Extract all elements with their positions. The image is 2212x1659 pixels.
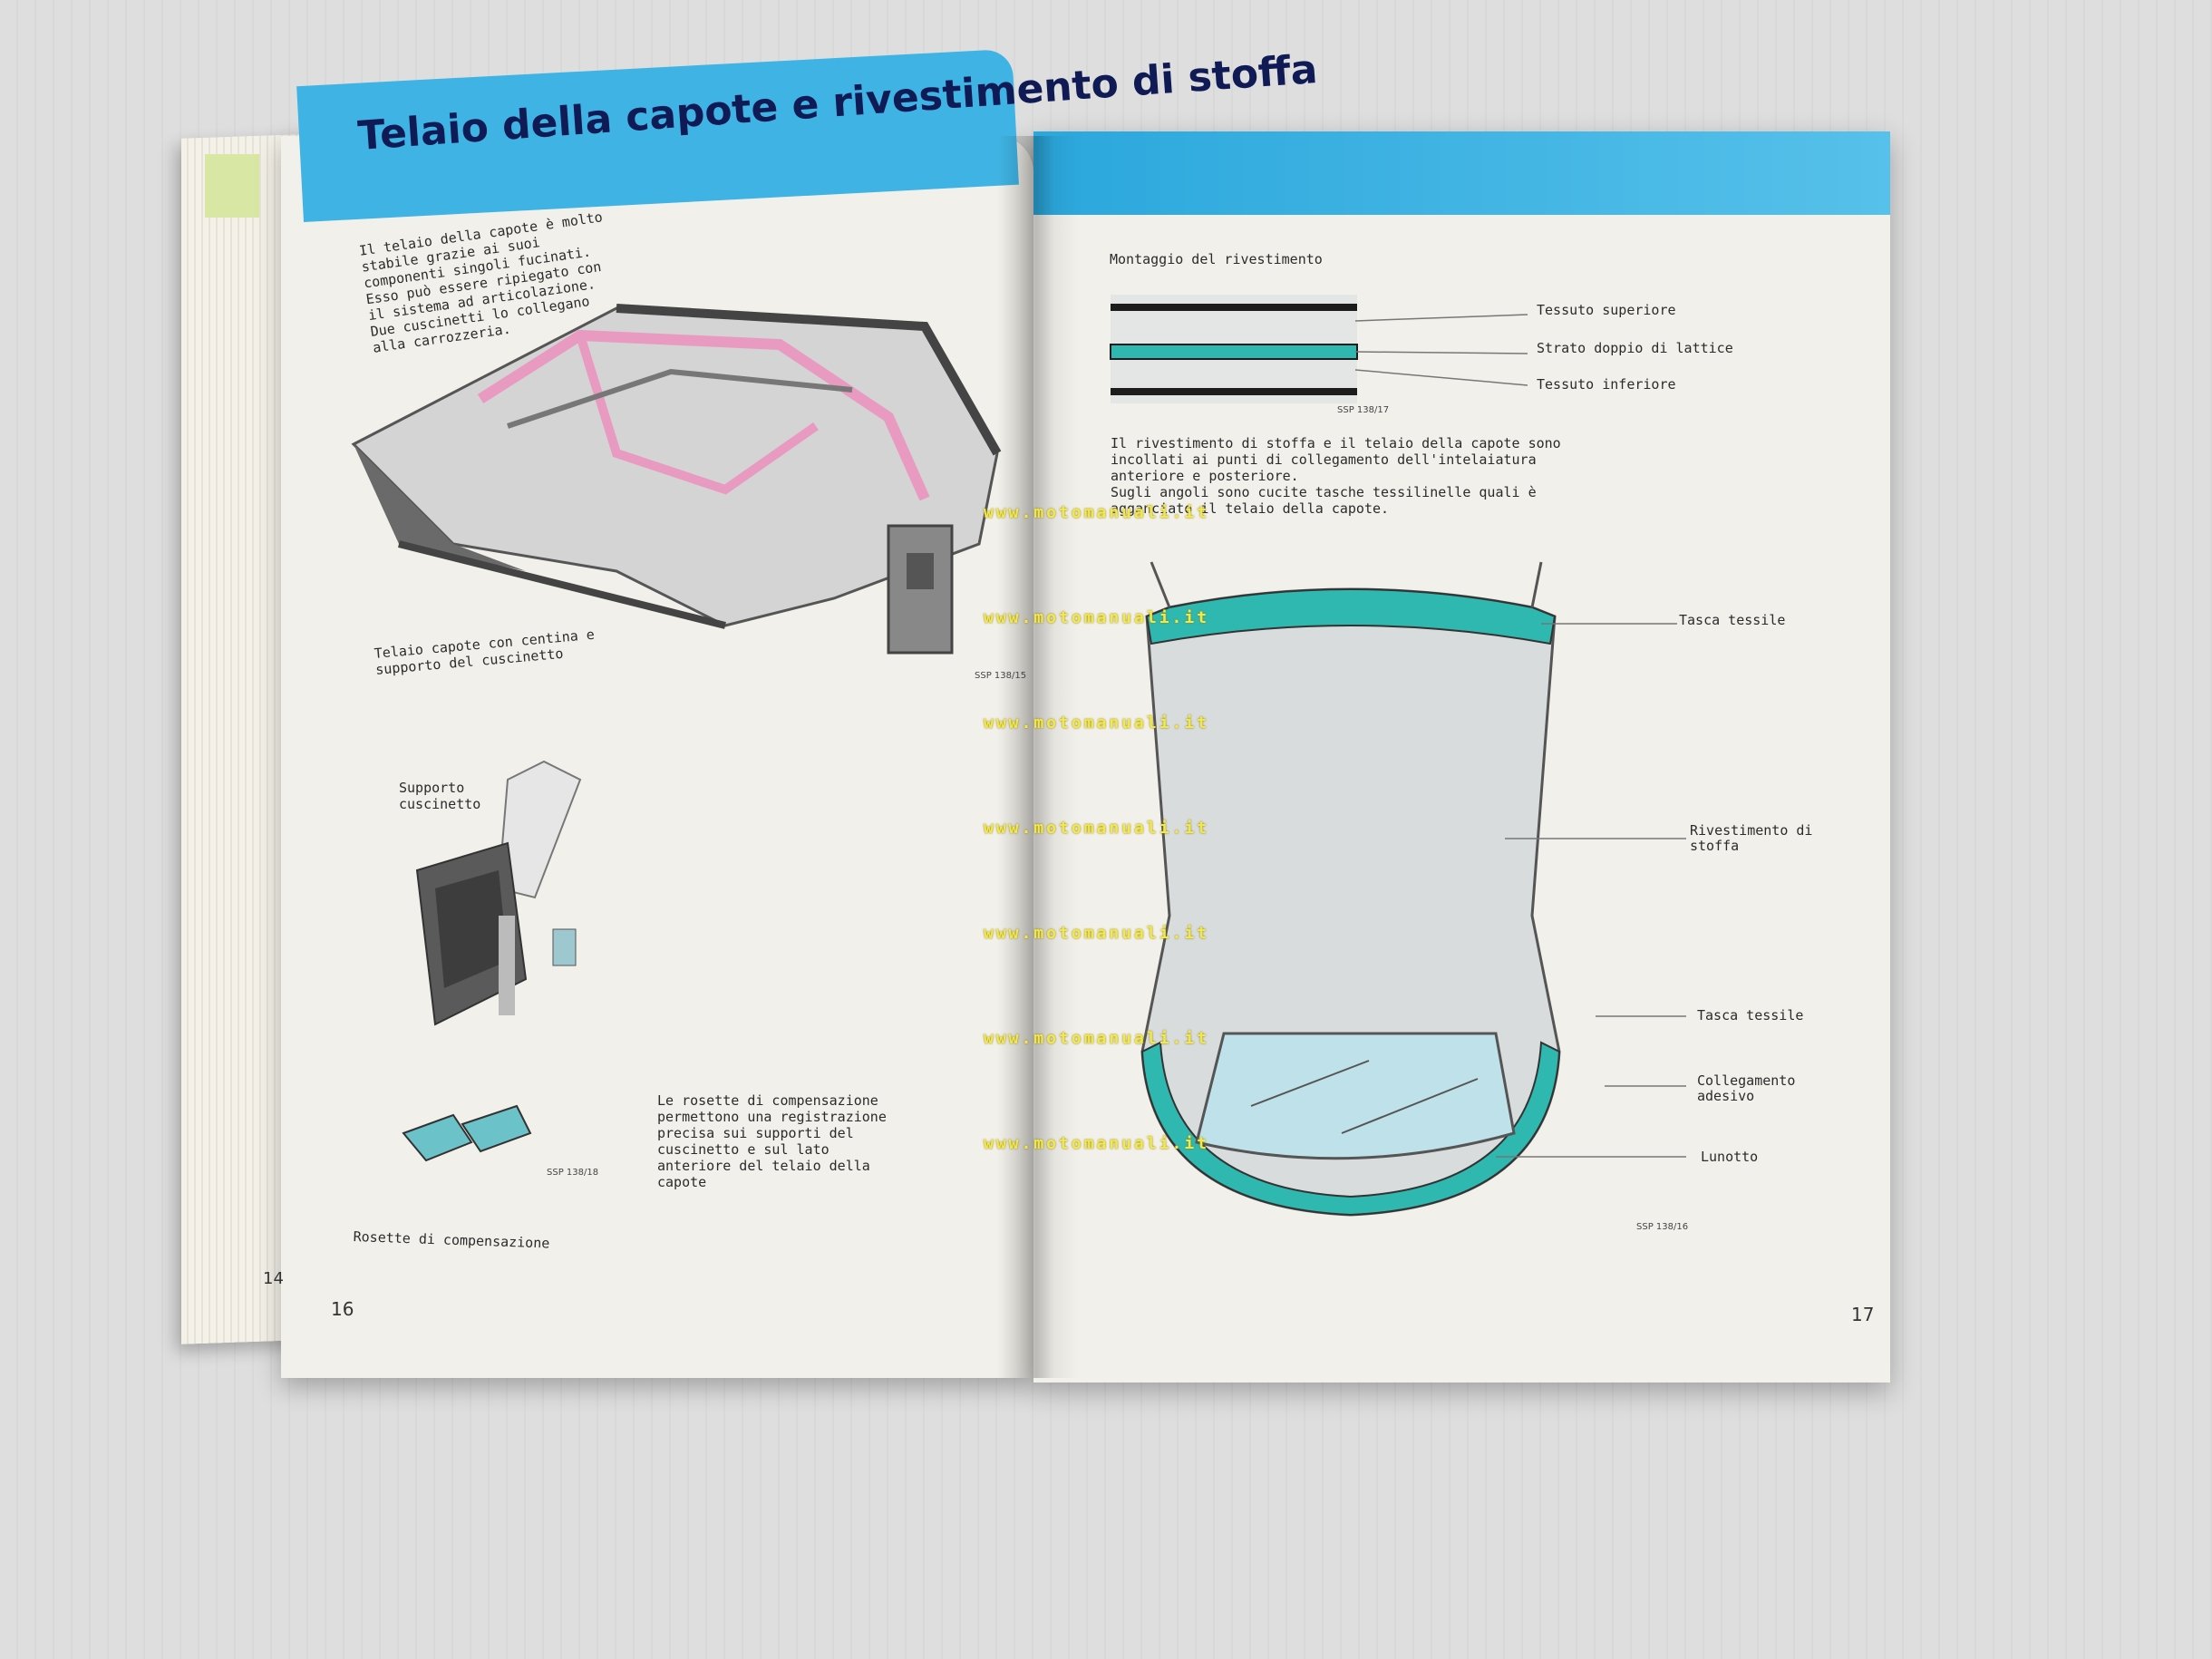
roof-label-rivestimento: Rivestimento di stoffa [1690,822,1813,854]
bearing-label: Supporto cuscinetto [399,780,481,812]
watermark: www.motomanuali.it [984,1029,1210,1048]
layer-leader-lines [1354,314,1528,386]
frame-code: SSP 138/15 [975,671,1027,681]
page-number-edge: 14 [263,1269,284,1288]
roof-label-lunotto: Lunotto [1701,1149,1759,1165]
page-number-left: 16 [331,1298,354,1320]
watermark: www.motomanuali.it [984,819,1210,838]
roof-label-tasca-bottom: Tasca tessile [1697,1007,1804,1024]
roof-label-tasca-top: Tasca tessile [1679,612,1786,628]
roof-cover-diagram [1140,561,1561,1217]
bearing-illustration [402,760,582,1162]
roof-label-collegamento: Collegamento adesivo [1697,1072,1796,1104]
bearing-code: SSP 138/18 [547,1168,599,1178]
layer-label-bottom: Tessuto inferiore [1537,376,1676,393]
layer-label-top: Tessuto superiore [1537,302,1676,318]
right-title-banner [1033,131,1890,215]
roof-leader-lines [1496,623,1686,1158]
layer-code: SSP 138/17 [1337,405,1390,415]
roof-code: SSP 138/16 [1636,1222,1689,1232]
description-text: Il rivestimento di stoffa e il telaio de… [1111,435,1561,517]
section-title: Montaggio del rivestimento [1110,251,1323,267]
roof-frame-illustration [351,304,1002,655]
watermark: www.motomanuali.it [984,1134,1210,1153]
page-number-right: 17 [1851,1304,1875,1325]
watermark: www.motomanuali.it [984,924,1210,943]
page-tab [205,154,259,218]
watermark: www.motomanuali.it [984,503,1210,522]
watermark: www.motomanuali.it [984,713,1210,732]
rosette-text: Le rosette di compensazione permettono u… [657,1092,887,1190]
watermark: www.motomanuali.it [984,608,1210,627]
layer-label-middle: Strato doppio di lattice [1537,340,1733,356]
layer-diagram [1110,295,1358,403]
book-gutter [997,136,1079,1378]
